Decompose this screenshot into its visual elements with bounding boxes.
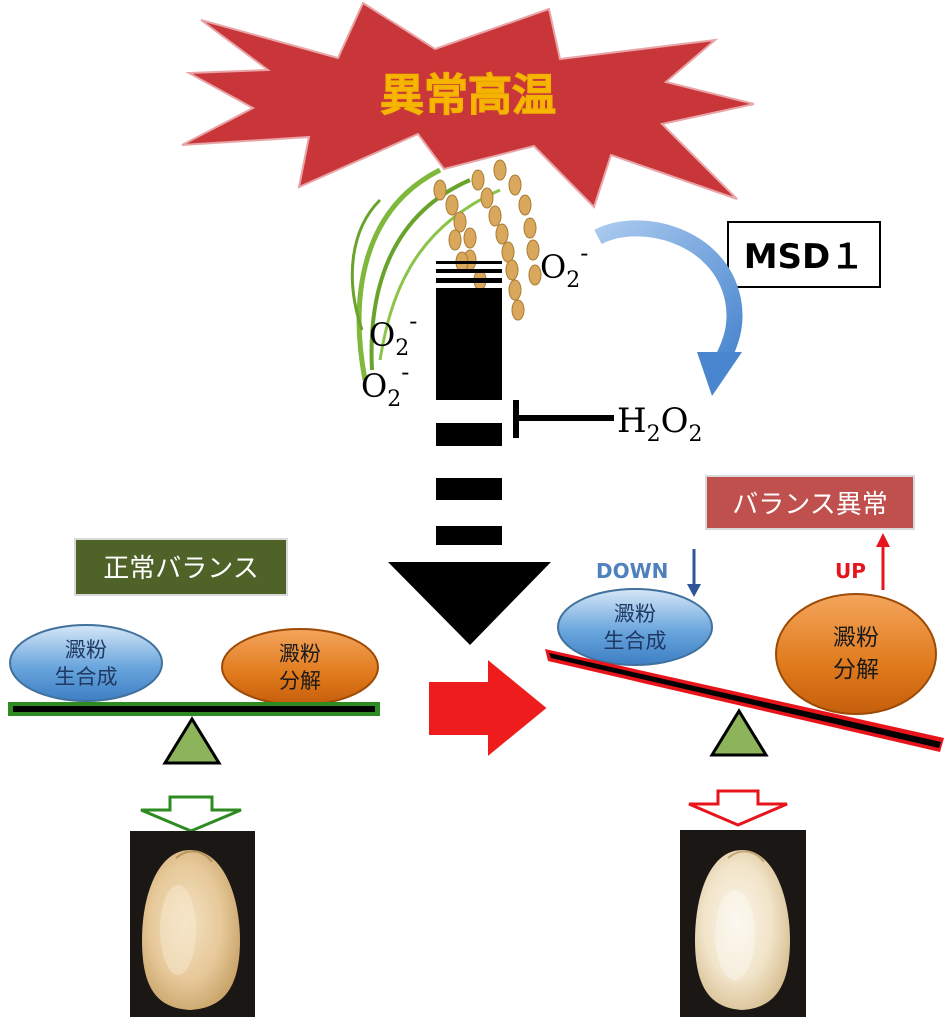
right-degradation-oval: 澱粉 分解	[775, 593, 937, 715]
svg-text:O2-: O2-	[361, 358, 409, 412]
inhibition-line	[513, 415, 614, 421]
svg-text:正常バランス: 正常バランス	[103, 554, 258, 584]
superoxide-label-low: O2-	[361, 358, 409, 412]
burst-label: 異常高温	[380, 70, 556, 121]
up-arrow-small-icon	[876, 533, 890, 547]
bar-dash	[436, 478, 502, 500]
bar-dash	[436, 423, 502, 446]
superoxide-label-mid: O2-	[369, 307, 417, 361]
bar-dash	[436, 278, 502, 283]
right-rice-grain-image	[680, 830, 806, 1017]
svg-text:O2-: O2-	[369, 307, 417, 361]
msd1-box: MSD１	[727, 221, 881, 288]
msd1-label: MSD１	[744, 237, 865, 277]
bar-dash	[436, 526, 502, 545]
bar-dash	[436, 288, 502, 400]
burst-shape	[181, 1, 755, 209]
heat-burst: 異常高温	[181, 1, 755, 209]
superoxide-label-top: O2-	[540, 239, 588, 293]
right-fulcrum-icon	[709, 708, 769, 757]
normal-balance-badge: 正常バランス	[74, 538, 288, 596]
svg-text:生合成: 生合成	[604, 629, 667, 653]
svg-text:DOWN: DOWN	[596, 559, 668, 583]
left-rice-grain-image	[130, 831, 255, 1017]
right-outcome-arrow-icon	[688, 789, 788, 827]
h2o2-inhibition: H2O2	[513, 400, 703, 447]
rice-plant-icon	[350, 159, 542, 381]
down-indicator: DOWN	[596, 549, 701, 597]
right-beam	[545, 649, 944, 752]
svg-text:O2-: O2-	[540, 239, 588, 293]
svg-text:H2O2: H2O2	[617, 401, 703, 447]
left-degradation-oval: 澱粉 分解	[221, 628, 379, 706]
svg-text:分解: 分解	[833, 657, 879, 683]
svg-text:バランス異常: バランス異常	[732, 490, 887, 520]
conversion-arrow-icon	[594, 220, 743, 396]
left-beam	[8, 702, 380, 716]
abnormal-balance-badge: バランス異常	[705, 475, 915, 530]
down-arrow-small-icon	[687, 584, 701, 597]
svg-text:澱粉: 澱粉	[279, 642, 321, 666]
left-outcome-arrow-icon	[140, 795, 242, 833]
bar-dash	[436, 269, 502, 273]
right-synthesis-oval: 澱粉 生合成	[557, 588, 713, 666]
left-synthesis-oval: 澱粉 生合成	[9, 624, 163, 702]
transition-arrow-icon	[427, 655, 550, 761]
bar-dash	[436, 261, 502, 264]
svg-text:澱粉: 澱粉	[833, 625, 879, 651]
left-fulcrum-icon	[162, 716, 222, 765]
signal-bar	[388, 261, 551, 645]
svg-text:澱粉: 澱粉	[614, 602, 656, 626]
svg-text:分解: 分解	[279, 669, 321, 693]
svg-text:澱粉: 澱粉	[65, 638, 107, 662]
svg-text:UP: UP	[835, 559, 866, 583]
svg-text:生合成: 生合成	[55, 665, 118, 689]
down-arrow-icon	[388, 562, 551, 645]
up-indicator: UP	[835, 533, 890, 590]
